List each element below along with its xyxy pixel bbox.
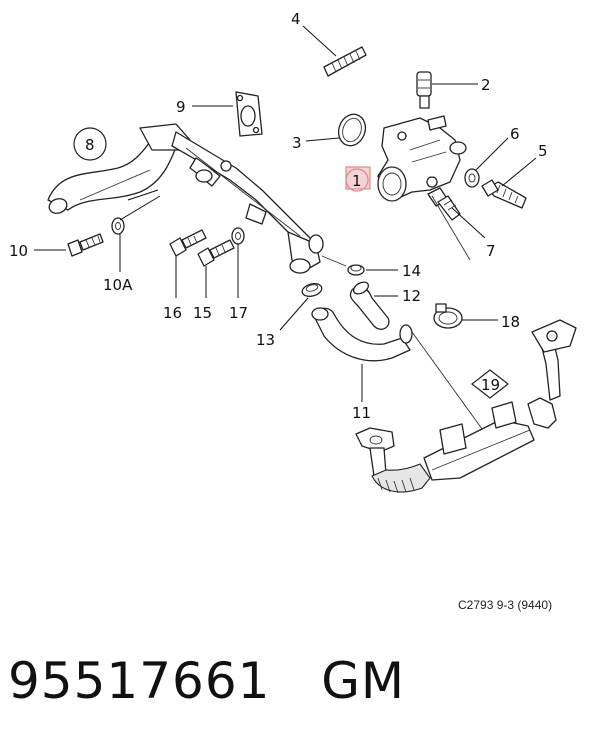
- callout-1-circle: [345, 168, 369, 192]
- connector-line-housing: [431, 195, 471, 261]
- callout-16: 16: [163, 304, 182, 322]
- bolt-part-15: [197, 239, 235, 267]
- callout-17: 17: [229, 304, 248, 322]
- leader-3: [305, 137, 340, 142]
- leader-5: [501, 157, 537, 187]
- coolant-pipe-main: [171, 131, 324, 274]
- washer-part-6: [464, 168, 480, 188]
- callout-10: 10: [9, 242, 28, 260]
- leader-6: [475, 137, 509, 171]
- clamp-part-18: [433, 303, 463, 329]
- callout-5: 5: [538, 142, 548, 160]
- oring-part-3: [337, 113, 367, 147]
- clamp-part-13: [301, 283, 323, 297]
- bolt-part-7: [427, 187, 461, 221]
- callout-2: 2: [481, 76, 491, 94]
- manufacturer: GM: [321, 652, 406, 710]
- leader-10a-diag: [119, 195, 161, 221]
- exploded-parts-diagram: 4 2 9 3 6 5 8 1 7 10 10A 16 15 17 14 12 …: [9, 10, 577, 494]
- hose-part-11: [311, 307, 413, 362]
- callout-9: 9: [176, 98, 186, 116]
- part-number: 95517661: [8, 652, 271, 710]
- part-number-heading: 95517661 GM: [8, 656, 405, 706]
- bolt-part-10: [67, 233, 104, 257]
- callout-6: 6: [510, 125, 520, 143]
- callout-3: 3: [292, 134, 302, 152]
- diagram-reference-code: C2793 9-3 (9440): [458, 598, 553, 612]
- hose-part-12: [349, 281, 390, 330]
- callout-15: 15: [193, 304, 212, 322]
- callout-12: 12: [402, 287, 421, 305]
- egr-cooler-part-19: [355, 319, 577, 494]
- sensor-part-2: [416, 71, 432, 109]
- washer-part-17: [231, 227, 245, 245]
- callout-11: 11: [352, 404, 371, 422]
- washer-part-10a: [111, 217, 125, 235]
- stud-part-4: [323, 46, 367, 77]
- callout-1: 1: [352, 172, 362, 190]
- bolt-part-5: [481, 179, 527, 209]
- leader-8: [127, 189, 159, 201]
- callout-19-diamond: [471, 369, 509, 399]
- gasket-part-9: [235, 91, 263, 137]
- callout-18: 18: [501, 313, 520, 331]
- callout-7: 7: [486, 242, 496, 260]
- callout-19: 19: [481, 376, 500, 394]
- connector-line-14: [321, 255, 347, 267]
- bolt-part-16: [169, 229, 207, 257]
- callout-14: 14: [402, 262, 421, 280]
- clamp-part-14: [347, 264, 365, 276]
- callout-8-circle: [73, 127, 107, 161]
- callout-8: 8: [85, 136, 95, 154]
- spacer: [271, 652, 322, 710]
- leader-7: [451, 207, 486, 239]
- leader-13: [279, 297, 309, 331]
- leader-4: [302, 25, 337, 57]
- callout-13: 13: [256, 331, 275, 349]
- thermostat-housing-part-1: [377, 115, 467, 202]
- callout-10a: 10A: [103, 276, 133, 294]
- hose-part-8: [47, 123, 191, 214]
- callout-4: 4: [291, 10, 301, 28]
- connector-line-cooler: [411, 331, 491, 441]
